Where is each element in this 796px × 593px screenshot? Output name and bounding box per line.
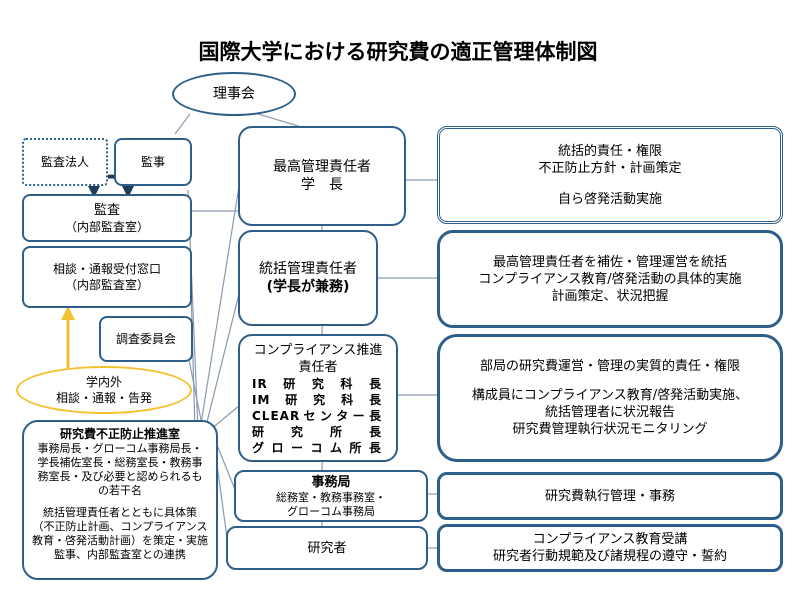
right-general-line2: コンプライアンス教育/啓発活動の具体的実施 (478, 271, 742, 287)
right-office-label: 研究費執行管理・事務 (544, 488, 675, 504)
inside-outside-line1: 学内外 (85, 375, 122, 389)
right-researchers-line2: 研究者行動規範及び諸規程の遵守・誓約 (492, 549, 727, 564)
audit-corp-box: 監査法人 (22, 138, 108, 186)
consult-desk-box: 相談・通報受付窓口 （内部監査室） (22, 246, 192, 308)
promotion-task-line: 教育・啓発活動計画）を策定・実施 (32, 534, 208, 547)
promotion-office-box: 研究費不正防止推進室 事務局長・グローコム事務局長・ 学長補佐室長・総務室長・教… (22, 420, 218, 580)
auditor-label: 監事 (140, 155, 165, 169)
office-box: 事務局 総務室・教務事務室・ グローコム事務局 (234, 470, 428, 522)
internal-audit-line1: 監査 (93, 202, 120, 218)
audit-corp-label: 監査法人 (40, 155, 89, 169)
right-researchers-line1: コンプライアンス教育受講 (532, 532, 688, 547)
right-compliance-box: 部局の研究費運営・管理の実質的責任・権限 構成員にコンプライアンス教育/啓発活動… (437, 334, 783, 462)
consult-desk-line2: （内部監査室） (64, 278, 149, 292)
consult-desk-line1: 相談・通報受付窓口 (52, 262, 161, 276)
right-compliance-line1: 部局の研究費運営・管理の実質的責任・権限 (479, 359, 740, 374)
internal-audit-box: 監査 （内部監査室） (22, 194, 192, 242)
office-heading: 事務局 (311, 474, 351, 490)
general-line2: (学長が兼務) (266, 279, 350, 295)
right-chief-line2: 不正防止方針・計画策定 (538, 160, 682, 176)
compliance-row: 研究所長 (252, 425, 382, 439)
right-chief-box: 統括的責任・権限 不正防止方針・計画策定 自ら啓発活動実施 (437, 126, 783, 224)
promotion-member-line: 事務局長・グローコム事務局長・ (37, 442, 203, 455)
board-label: 理事会 (213, 86, 255, 102)
general-box: 統括管理責任者 (学長が兼務) (238, 230, 378, 326)
compliance-row: グローコム所長 (252, 441, 382, 455)
right-general-box: 最高管理責任者を補佐・管理運営を統括 コンプライアンス教育/啓発活動の具体的実施… (437, 230, 783, 328)
general-line1: 統括管理責任者 (259, 261, 357, 277)
promotion-task-line: 統括管理責任者とともに具体策 (43, 506, 197, 519)
compliance-heading-line1: コンプライアンス推進 (253, 343, 383, 358)
right-researchers-box: コンプライアンス教育受講 研究者行動規範及び諸規程の遵守・誓約 (437, 524, 783, 572)
promotion-member-line: の若干名 (98, 484, 142, 497)
right-compliance-line2: 構成員にコンプライアンス教育/啓発活動実施、 (471, 388, 749, 403)
office-line2: グローコム事務局 (287, 504, 375, 518)
researchers-label: 研究者 (307, 540, 347, 556)
compliance-heading-line2: 責任者 (298, 360, 338, 375)
internal-audit-line2: （内部監査室） (64, 219, 149, 234)
committee-label: 調査委員会 (115, 332, 176, 346)
right-chief-line3: 自ら啓発活動実施 (557, 191, 662, 207)
inside-outside-ellipse: 学内外 相談・通報・告発 (16, 366, 192, 414)
right-compliance-line4: 研究費管理執行状況モニタリング (512, 422, 708, 437)
inside-outside-line2: 相談・通報・告発 (55, 391, 152, 405)
committee-box: 調査委員会 (99, 316, 193, 362)
right-general-line1: 最高管理責任者を補佐・管理運営を統括 (492, 254, 727, 270)
chief-line1: 最高管理責任者 (273, 159, 371, 175)
right-compliance-line3: 統括管理者に状況報告 (544, 405, 675, 420)
board-ellipse: 理事会 (172, 72, 296, 116)
promotion-heading: 研究費不正防止推進室 (59, 427, 180, 441)
auditor-box: 監事 (114, 138, 192, 186)
chief-line2: 学 長 (301, 177, 343, 193)
page-title: 国際大学における研究費の適正管理体制図 (198, 40, 598, 64)
promotion-task-line: （不正防止計画、コンプライアンス (32, 520, 208, 533)
promotion-member-line: 務室長・及び必要と認められるも (37, 470, 203, 483)
chief-box: 最高管理責任者 学 長 (238, 126, 406, 226)
researchers-box: 研究者 (226, 526, 428, 570)
right-chief-line1: 統括的責任・権限 (557, 143, 662, 159)
promotion-task-line: 監事、内部監査室との連携 (54, 548, 186, 561)
promotion-member-line: 学長補佐室長・総務室長・教務事 (37, 456, 203, 469)
right-general-line3: 計画策定、状況把握 (551, 288, 669, 304)
right-office-box: 研究費執行管理・事務 (437, 472, 783, 520)
office-line1: 総務室・教務事務室・ (276, 490, 386, 504)
